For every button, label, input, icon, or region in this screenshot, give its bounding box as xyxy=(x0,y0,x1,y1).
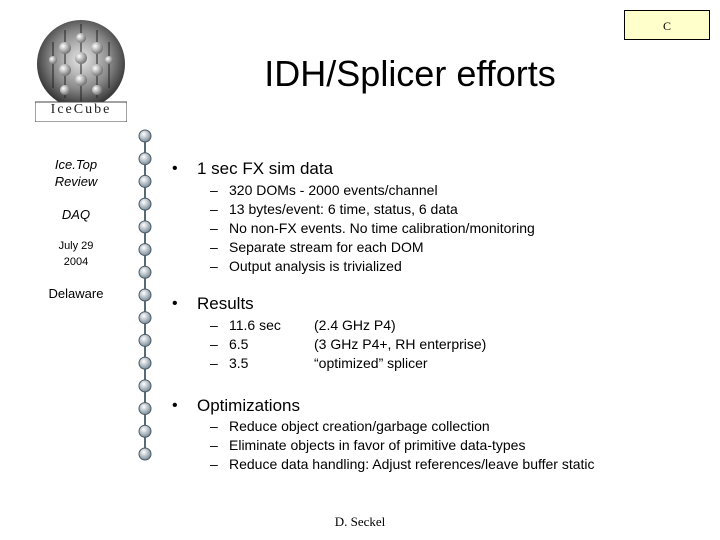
timeline-bead xyxy=(138,220,152,234)
list-item: Reduce data handling: Adjust references/… xyxy=(229,456,595,472)
timeline-bead xyxy=(138,311,152,325)
sidebar-line2: Review xyxy=(54,174,98,189)
timeline-bead xyxy=(138,447,152,461)
timeline-bead xyxy=(138,288,152,302)
bullet-dot: • xyxy=(172,160,178,177)
sidebar-event: Ice.Top Review xyxy=(40,156,112,190)
timeline-bead xyxy=(138,174,152,188)
dash: – xyxy=(210,182,218,198)
bullet-dot: • xyxy=(172,295,178,312)
result-note: (2.4 GHz P4) xyxy=(314,317,396,333)
result-time: 11.6 sec xyxy=(229,317,281,333)
dash: – xyxy=(210,201,218,217)
timeline-bead xyxy=(138,152,152,166)
list-item: 13 bytes/event: 6 time, status, 6 data xyxy=(229,201,458,217)
dash: – xyxy=(210,437,218,453)
sidebar-place: Delaware xyxy=(48,286,104,301)
timeline-bead xyxy=(138,197,152,211)
timeline-bead xyxy=(138,333,152,347)
icecube-logo xyxy=(35,20,127,122)
result-note: “optimized” splicer xyxy=(314,355,428,371)
list-item: Output analysis is trivialized xyxy=(229,258,402,274)
result-time: 6.5 xyxy=(229,336,249,352)
list-item: Eliminate objects in favor of primitive … xyxy=(229,437,526,453)
dash: – xyxy=(210,220,218,236)
list-item: Reduce object creation/garbage collectio… xyxy=(229,418,490,434)
dash: – xyxy=(210,418,218,434)
sidebar-topic: DAQ xyxy=(61,207,91,222)
section-heading: 1 sec FX sim data xyxy=(197,159,334,178)
sidebar-date-line1: July 29 xyxy=(58,240,94,252)
timeline-bead xyxy=(138,265,152,279)
dash: – xyxy=(210,239,218,255)
timeline-bead xyxy=(138,129,152,143)
timeline-bead xyxy=(138,379,152,393)
result-note: (3 GHz P4+, RH enterprise) xyxy=(314,336,487,352)
dash: – xyxy=(210,355,218,371)
timeline-bead xyxy=(138,424,152,438)
dash: – xyxy=(210,258,218,274)
bullet-dot: • xyxy=(172,397,178,414)
dash: – xyxy=(210,456,218,472)
section-heading: Optimizations xyxy=(197,396,300,415)
author-signature: D. Seckel xyxy=(334,514,386,529)
dash: – xyxy=(210,317,218,333)
timeline-bead xyxy=(138,356,152,370)
timeline-bead xyxy=(138,243,152,257)
sidebar-line1: Ice.Top xyxy=(54,157,98,172)
slide-title: IDH/Splicer efforts xyxy=(264,53,556,94)
sidebar-date: July 29 2004 xyxy=(40,238,112,270)
sidebar-date-line2: 2004 xyxy=(63,256,89,268)
list-item: Separate stream for each DOM xyxy=(229,239,424,255)
timeline-chain xyxy=(138,129,152,461)
list-item: No non-FX events. No time calibration/mo… xyxy=(229,220,535,236)
list-item: 320 DOMs - 2000 events/channel xyxy=(229,182,438,198)
slide-label-badge: C xyxy=(624,10,710,40)
section-heading: Results xyxy=(197,294,254,313)
result-time: 3.5 xyxy=(229,355,249,371)
timeline-bead xyxy=(138,402,152,416)
logo-wordmark: IceCube xyxy=(50,102,112,117)
dash: – xyxy=(210,336,218,352)
